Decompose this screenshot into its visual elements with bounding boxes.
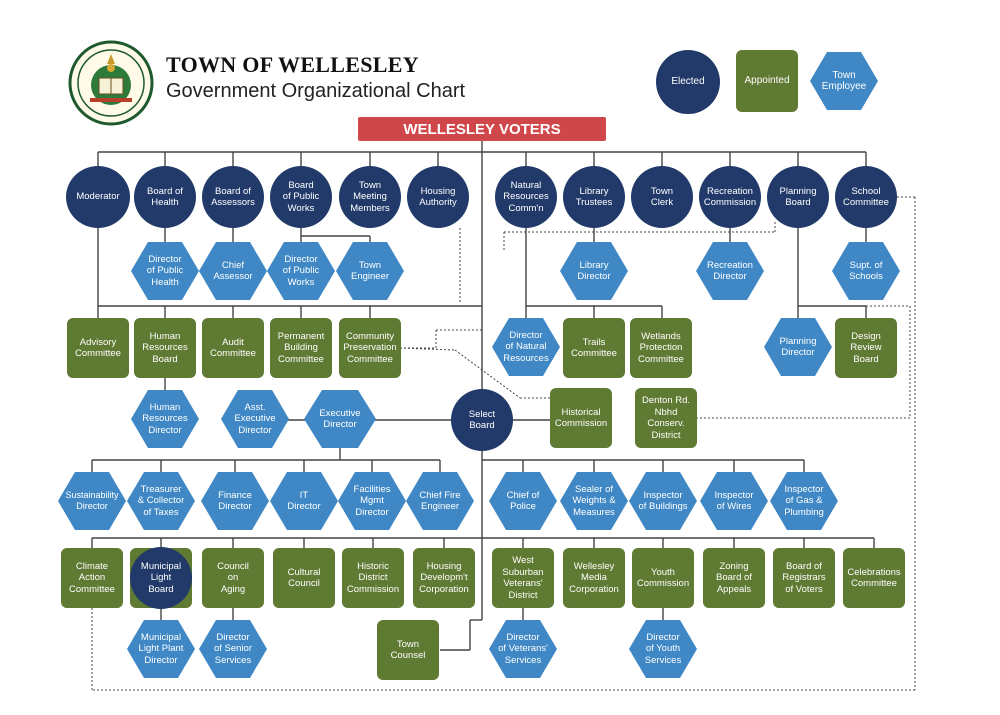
director-senior-services-node: Director of Senior Services — [199, 620, 267, 678]
cultural-council-node: Cultural Council — [273, 548, 335, 608]
town-counsel-node: Town Counsel — [377, 620, 439, 680]
permanent-building-committee-node: Permanent Building Committee — [270, 318, 332, 378]
youth-commission-node: Youth Commission — [632, 548, 694, 608]
select-board-node: Select Board — [451, 389, 513, 451]
municipal-light-plant-director-node: Municipal Light Plant Director — [127, 620, 195, 678]
page-subtitle: Government Organizational Chart — [166, 80, 466, 102]
zoning-board-appeals-node: Zoning Board of Appeals — [703, 548, 765, 608]
legend-elected: Elected — [656, 50, 720, 114]
library-trustees-node: Library Trustees — [563, 166, 625, 228]
municipal-light-board-node: Municipal Light Board — [130, 547, 192, 609]
housing-authority-node: Housing Authority — [407, 166, 469, 228]
housing-development-corporation-node: Housing Developm't Corporation — [413, 548, 475, 608]
town-seal-logo — [68, 40, 154, 126]
recreation-commission-node: Recreation Commission — [699, 166, 761, 228]
veterans-district-node: West Suburban Veterans' District — [492, 548, 554, 608]
community-preservation-committee-node: Community Preservation Committee — [339, 318, 401, 378]
audit-committee-node: Audit Committee — [202, 318, 264, 378]
school-committee-node: School Committee — [835, 166, 897, 228]
town-engineer-node: Town Engineer — [336, 242, 404, 300]
facilities-director-node: Facilities Mgmt Director — [338, 472, 406, 530]
historic-district-commission-node: Historic District Commission — [342, 548, 404, 608]
celebrations-committee-node: Celebrations Committee — [843, 548, 905, 608]
advisory-committee-node: Advisory Committee — [67, 318, 129, 378]
board-of-public-works-node: Board of Public Works — [270, 166, 332, 228]
climate-action-committee-node: Climate Action Committee — [61, 548, 123, 608]
town-clerk-node: Town Clerk — [631, 166, 693, 228]
design-review-board-node: Design Review Board — [835, 318, 897, 378]
chief-fire-engineer-node: Chief Fire Engineer — [406, 472, 474, 530]
board-of-registrars-node: Board of Registrars of Voters — [773, 548, 835, 608]
director-public-works-node: Director of Public Works — [267, 242, 335, 300]
historical-commission-node: Historical Commission — [550, 388, 612, 448]
wellesley-voters-banner: WELLESLEY VOTERS — [358, 117, 606, 141]
wellesley-media-corporation-node: Wellesley Media Corporation — [563, 548, 625, 608]
legend-appointed: Appointed — [736, 50, 798, 112]
board-of-health-node: Board of Health — [134, 166, 196, 228]
council-on-aging-node: Council on Aging — [202, 548, 264, 608]
planning-board-node: Planning Board — [767, 166, 829, 228]
trails-committee-node: Trails Committee — [563, 318, 625, 378]
wetlands-protection-committee-node: Wetlands Protection Committee — [630, 318, 692, 378]
natural-resources-commission-node: Natural Resources Comm'n — [495, 166, 557, 228]
it-director-node: IT Director — [270, 472, 338, 530]
town-meeting-members-node: Town Meeting Members — [339, 166, 401, 228]
moderator-node: Moderator — [66, 166, 130, 228]
human-resources-board-node: Human Resources Board — [134, 318, 196, 378]
page-title: TOWN OF WELLESLEY — [166, 52, 419, 77]
denton-road-district-node: Denton Rd. Nbhd Conserv. District — [635, 388, 697, 448]
board-of-assessors-node: Board of Assessors — [202, 166, 264, 228]
